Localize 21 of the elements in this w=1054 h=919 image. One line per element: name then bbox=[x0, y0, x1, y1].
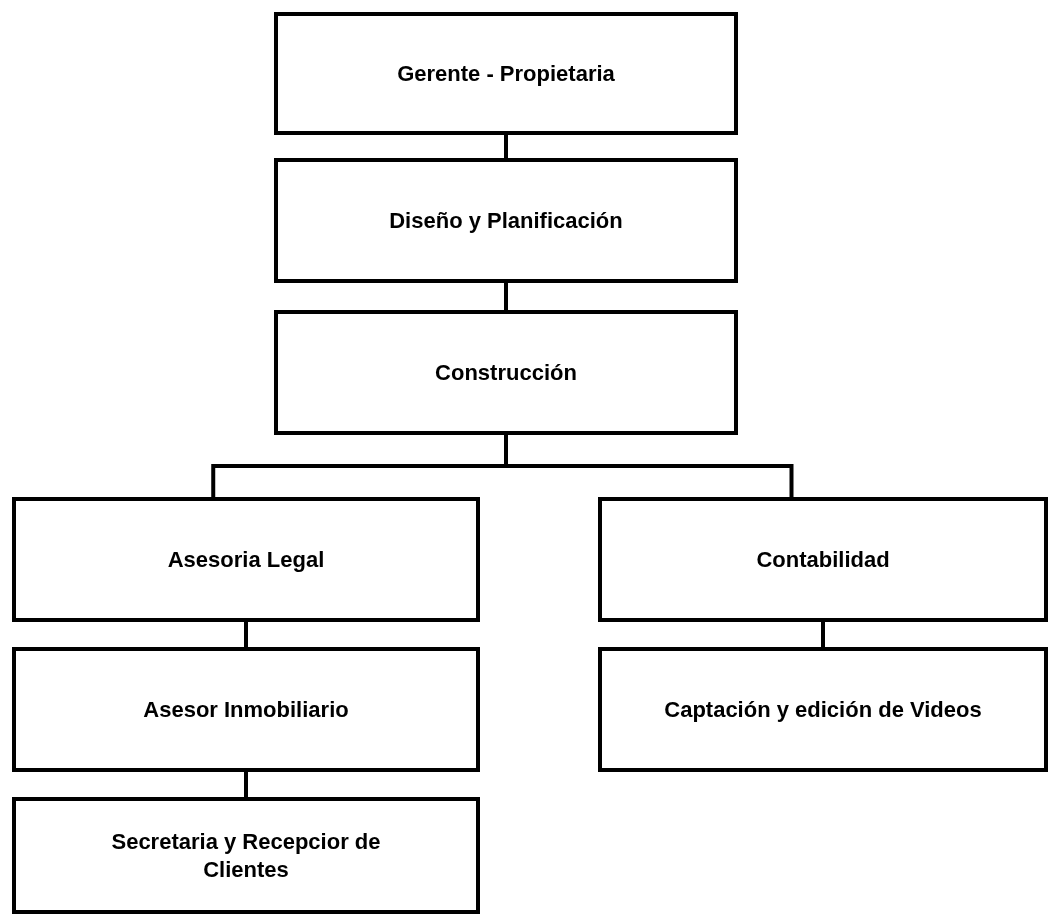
box-label: Construcción bbox=[435, 358, 577, 387]
org-box bbox=[598, 647, 1048, 772]
org-box bbox=[12, 647, 480, 772]
box-label: Gerente - Propietaria bbox=[397, 59, 615, 88]
connector-line bbox=[821, 622, 825, 647]
org-box bbox=[12, 497, 480, 622]
box-label: Contabilidad bbox=[756, 545, 890, 574]
box-label: Asesoria Legal bbox=[167, 545, 325, 574]
org-box bbox=[274, 310, 738, 435]
connector-line bbox=[504, 283, 508, 310]
box-label: Secretaria y Recepcior de Clientes bbox=[110, 828, 382, 883]
org-box bbox=[274, 158, 738, 283]
org-box bbox=[12, 797, 480, 914]
box-label: Captación y edición de Videos bbox=[664, 695, 982, 724]
connector-line bbox=[504, 135, 508, 158]
connector-line bbox=[244, 622, 248, 647]
box-label: Asesor Inmobiliario bbox=[143, 695, 349, 724]
org-box bbox=[274, 12, 738, 135]
org-box bbox=[598, 497, 1048, 622]
box-label: Diseño y Planificación bbox=[389, 206, 623, 235]
connector-line bbox=[244, 772, 248, 797]
